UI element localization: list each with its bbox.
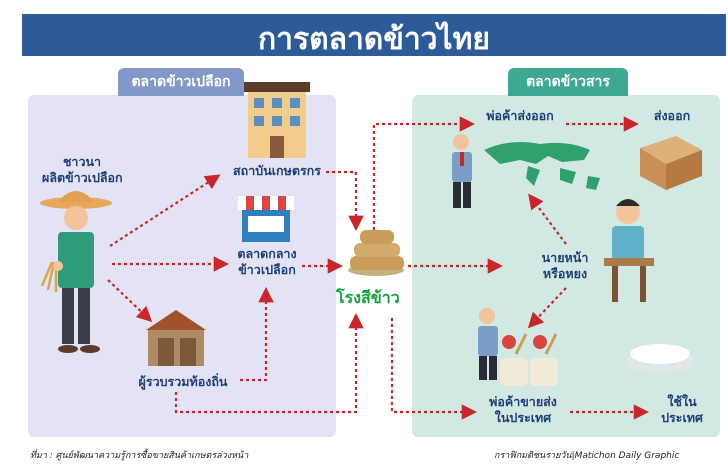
arrow-broker-to-exporter xyxy=(528,193,567,245)
exporter-man-icon xyxy=(452,134,472,208)
wholesaler-label-line2: ในประเทศ xyxy=(494,410,552,425)
central-market-label-line1: ตลาดกลาง xyxy=(237,246,297,261)
arrow-mill-to-wholesaler xyxy=(390,318,478,420)
collector-label: ผู้รวบรวมท้องถิ่น xyxy=(138,374,228,389)
rice-sacks-icon xyxy=(348,230,404,276)
broker-label-line2: หรือหยง xyxy=(542,266,588,281)
arrow-collector-to-central-market xyxy=(240,286,274,382)
wholesaler-label-line1: พ่อค้าขายส่ง xyxy=(489,394,557,409)
milled-rice-market-tab: ตลาดข้าวสาร xyxy=(508,68,628,96)
exporter-label: พ่อค้าส่งออก xyxy=(486,108,554,123)
arrow-broker-to-wholesaler xyxy=(527,287,567,329)
farmer-label-line2: ผลิตข้าวเปลือก xyxy=(42,170,123,185)
farmer-label-line1: ชาวนา xyxy=(62,154,102,169)
central-market-label-line2: ข้าวเปลือก xyxy=(238,262,296,277)
central-market-label: ตลาดกลาง ข้าวเปลือก xyxy=(228,246,306,278)
wholesaler-label: พ่อค้าขายส่ง ในประเทศ xyxy=(478,394,568,426)
world-map-icon xyxy=(484,142,600,190)
credit-note: กราฟิกมติชนรายวัน|Matichon Daily Graphic xyxy=(494,451,680,461)
rice-mill-label: โรงสีข้าว xyxy=(336,288,400,307)
institute-building-icon xyxy=(244,82,310,158)
broker-man-icon xyxy=(604,199,654,302)
domestic-use-label-line1: ใช้ใน xyxy=(667,394,697,409)
broker-label: นายหน้า หรือหยง xyxy=(532,250,598,282)
farmer-label: ชาวนา ผลิตข้าวเปลือก xyxy=(42,154,123,186)
broker-label-line1: นายหน้า xyxy=(541,250,589,265)
paddy-market-tab: ตลาดข้าวเปลือก xyxy=(118,68,244,96)
rice-bags-icon xyxy=(500,333,558,386)
arrow-farmer-to-institute xyxy=(109,174,221,247)
domestic-use-label-line2: ประเทศ xyxy=(661,410,703,425)
title-bar: การตลาดข้าวไทย xyxy=(22,14,726,57)
flow-arrows xyxy=(107,116,650,420)
market-shop-icon xyxy=(238,196,294,242)
rice-bowl-icon xyxy=(626,344,694,374)
wholesaler-man-icon xyxy=(478,308,498,380)
export-label: ส่งออก xyxy=(653,108,691,123)
barn-icon xyxy=(146,310,206,366)
farmer-icon xyxy=(40,191,112,353)
domestic-use-label: ใช้ใน ประเทศ xyxy=(650,394,714,426)
institute-label: สถาบันเกษตรกร xyxy=(233,163,321,178)
arrow-farmer-to-collector xyxy=(107,279,153,323)
export-box-icon xyxy=(640,136,702,190)
arrow-institute-to-mill xyxy=(326,170,364,232)
source-note: ที่มา : ศูนย์พัฒนาความรู้การซื้อขายสินค้… xyxy=(30,451,249,461)
arrow-collector-to-mill xyxy=(174,312,364,414)
page-title: การตลาดข้าวไทย xyxy=(258,22,490,57)
